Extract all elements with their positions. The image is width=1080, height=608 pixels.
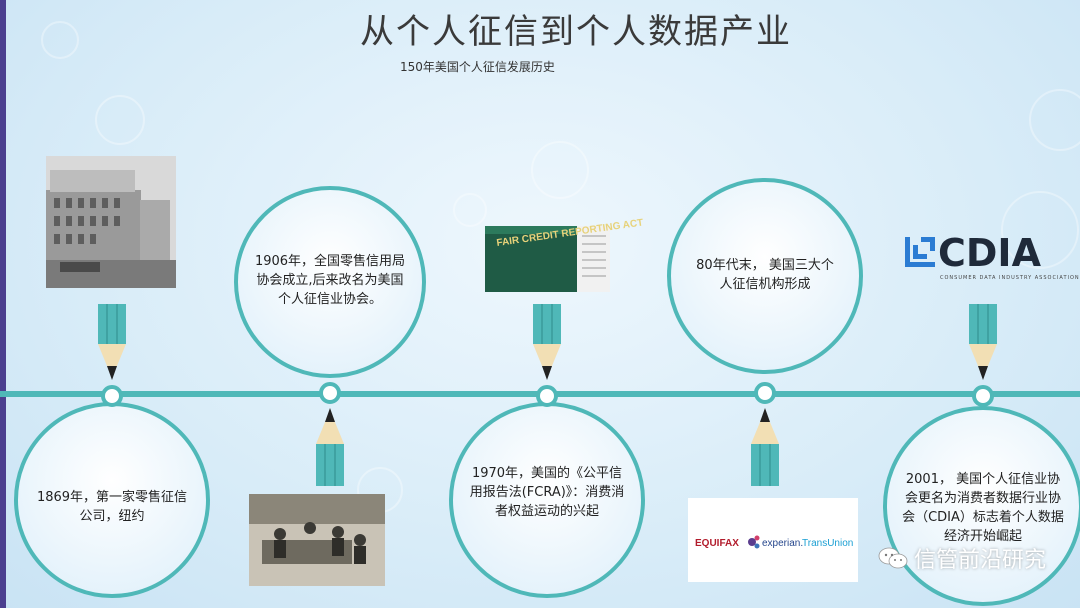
- milestone-1869-text: 1869年，第一家零售征信公司，纽约: [36, 490, 188, 524]
- page-subtitle: 150年美国个人征信发展历史: [400, 60, 555, 74]
- watermark-text: 信管前沿研究: [913, 548, 1046, 573]
- cdia-logo: [905, 237, 935, 267]
- page-title: 从个人征信到个人数据产业: [360, 12, 792, 52]
- bubble-80s: [667, 178, 863, 374]
- pencil-icon: [98, 304, 126, 380]
- bubble-2001: [883, 406, 1080, 606]
- pencil-icon: [316, 408, 344, 486]
- credit-bureau-logos: [688, 498, 858, 582]
- bubble-1906: [234, 186, 426, 378]
- fcra-book-photo: [485, 226, 610, 292]
- timeline-node-1: [101, 385, 123, 407]
- milestone-2001-text: 2001， 美国个人征信业协会更名为消费者数据行业协会（CDIA）标志着个人数据…: [902, 472, 1064, 544]
- left-accent-bar: [0, 0, 6, 608]
- old-building-photo: [46, 156, 176, 288]
- timeline-node-4: [754, 382, 776, 404]
- pencil-icon: [751, 408, 779, 486]
- office-photo: [249, 494, 385, 586]
- wechat-icon: [878, 547, 908, 569]
- pencil-icon: [533, 304, 561, 380]
- milestone-1906-text: 1906年，全国零售信用局协会成立,后来改名为美国个人征信业协会。: [254, 254, 406, 307]
- milestone-1970-text: 1970年，美国的《公平信用报告法(FCRA)》：消费消者权益运动的兴起: [469, 466, 625, 519]
- pencil-icon: [969, 304, 997, 380]
- timeline-node-5: [972, 385, 994, 407]
- watermark: 信管前沿研究: [878, 542, 1046, 574]
- milestone-80s-text: 80年代末， 美国三大个人征信机构形成: [696, 258, 834, 292]
- timeline-node-2: [319, 382, 341, 404]
- timeline-node-3: [536, 385, 558, 407]
